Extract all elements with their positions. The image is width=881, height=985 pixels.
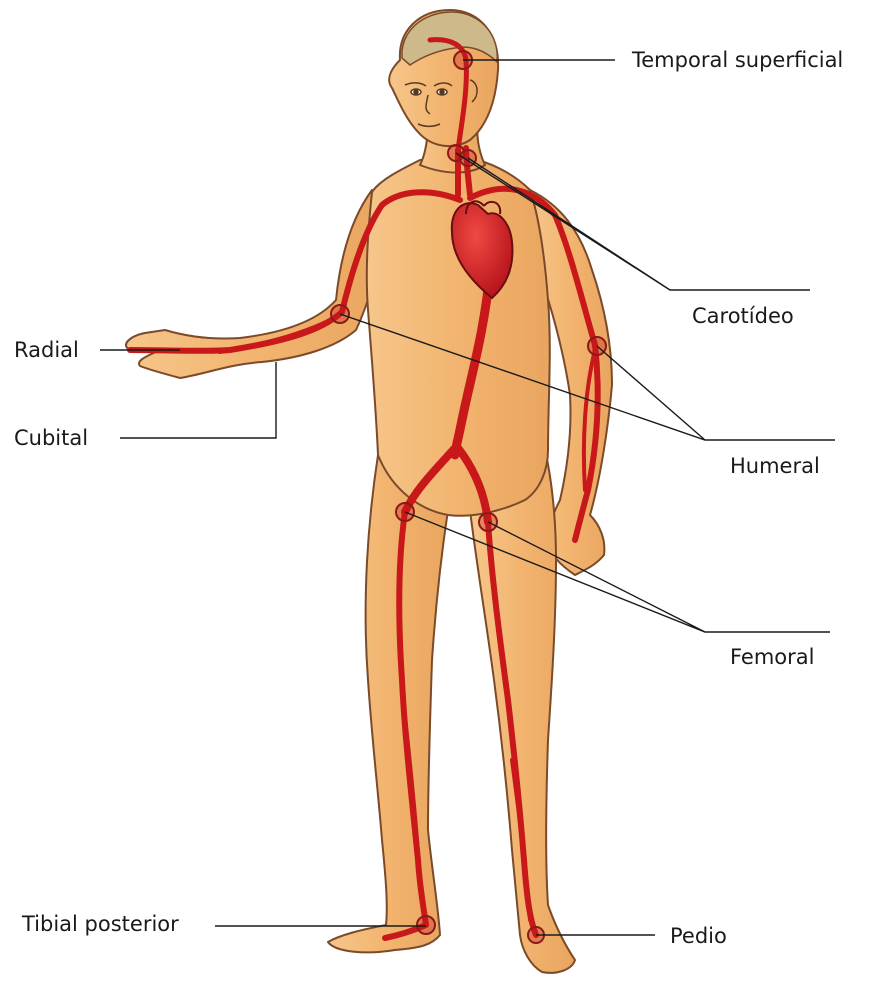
label-temporal-superficial: Temporal superficial (632, 50, 843, 71)
leader-femoral (405, 512, 830, 632)
label-radial: Radial (14, 340, 79, 361)
label-humeral: Humeral (730, 456, 820, 477)
pulse-point-femoral-right (396, 503, 414, 521)
label-pedio: Pedio (670, 926, 727, 947)
pulse-point-tibial (417, 916, 435, 934)
label-carotideo: Carotídeo (692, 306, 794, 327)
label-cubital: Cubital (14, 428, 88, 449)
right-leg (328, 455, 448, 952)
body-silhouette (126, 10, 612, 973)
label-tibial-posterior: Tibial posterior (22, 914, 179, 935)
label-femoral: Femoral (730, 647, 815, 668)
